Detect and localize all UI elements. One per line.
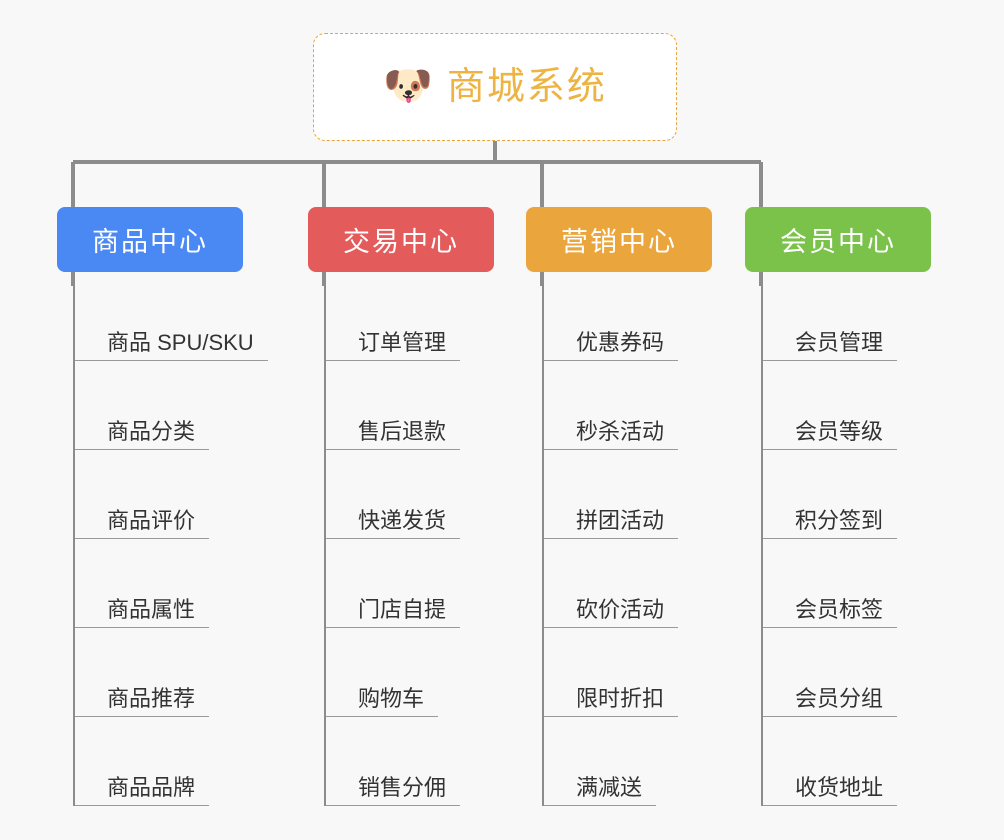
leaf-item[interactable]: 快递发货: [326, 450, 494, 539]
leaf-item[interactable]: 门店自提: [326, 539, 494, 628]
branch-header-label: 营销中心: [561, 227, 677, 257]
leaf-item[interactable]: 拼团活动: [544, 450, 712, 539]
branch-header-label: 会员中心: [780, 227, 896, 257]
leaf-item-label: 商品评价: [75, 508, 210, 539]
branch-header-member-center[interactable]: 会员中心: [745, 207, 931, 272]
leaf-item-label: 会员分组: [763, 686, 898, 717]
leaf-item-label: 会员管理: [763, 330, 898, 361]
leaf-item[interactable]: 会员标签: [763, 539, 931, 628]
leaf-list-marketing-center: 优惠券码秒杀活动拼团活动砍价活动限时折扣满减送: [542, 272, 712, 806]
leaf-item-label: 订单管理: [326, 330, 461, 361]
leaf-item[interactable]: 销售分佣: [326, 717, 494, 806]
leaf-item[interactable]: 商品品牌: [75, 717, 243, 806]
root-node[interactable]: 🐶 商城系统: [313, 33, 677, 141]
leaf-item-label: 售后退款: [326, 419, 461, 450]
branch-header-label: 商品中心: [92, 227, 208, 257]
leaf-item-label: 门店自提: [326, 597, 461, 628]
leaf-item-label: 满减送: [544, 775, 657, 806]
leaf-item-label: 会员等级: [763, 419, 898, 450]
leaf-item[interactable]: 商品推荐: [75, 628, 243, 717]
leaf-item[interactable]: 砍价活动: [544, 539, 712, 628]
branch-header-trade-center[interactable]: 交易中心: [308, 207, 494, 272]
branch-header-label: 交易中心: [343, 227, 459, 257]
branch-marketing-center: 营销中心优惠券码秒杀活动拼团活动砍价活动限时折扣满减送: [526, 207, 712, 806]
leaf-item-label: 优惠券码: [544, 330, 679, 361]
branch-header-marketing-center[interactable]: 营销中心: [526, 207, 712, 272]
leaf-item[interactable]: 商品分类: [75, 361, 243, 450]
leaf-item[interactable]: 会员管理: [763, 272, 931, 361]
leaf-item[interactable]: 商品评价: [75, 450, 243, 539]
leaf-item-label: 拼团活动: [544, 508, 679, 539]
leaf-item-label: 商品属性: [75, 597, 210, 628]
leaf-item-label: 收货地址: [763, 775, 898, 806]
leaf-item-label: 销售分佣: [326, 775, 461, 806]
leaf-list-product-center: 商品 SPU/SKU 商品分类商品评价商品属性商品推荐商品品牌: [73, 272, 268, 806]
leaf-item-label: 限时折扣: [544, 686, 679, 717]
leaf-item-label: 商品分类: [75, 419, 210, 450]
leaf-item-label: 商品品牌: [75, 775, 210, 806]
leaf-item-label: 砍价活动: [544, 597, 679, 628]
leaf-item-label: 会员标签: [763, 597, 898, 628]
leaf-item[interactable]: 售后退款: [326, 361, 494, 450]
leaf-item[interactable]: 订单管理: [326, 272, 494, 361]
root-title: 商城系统: [446, 66, 607, 108]
leaf-item[interactable]: 优惠券码: [544, 272, 712, 361]
branch-header-product-center[interactable]: 商品中心: [57, 207, 243, 272]
leaf-item[interactable]: 收货地址: [763, 717, 931, 806]
leaf-list-member-center: 会员管理会员等级积分签到会员标签会员分组收货地址: [761, 272, 931, 806]
branch-member-center: 会员中心会员管理会员等级积分签到会员标签会员分组收货地址: [745, 207, 931, 806]
leaf-item-label: 秒杀活动: [544, 419, 679, 450]
dog-face-icon: 🐶: [383, 64, 433, 108]
leaf-item-label: 商品推荐: [75, 686, 210, 717]
leaf-item-label: 积分签到: [763, 508, 898, 539]
leaf-list-trade-center: 订单管理售后退款快递发货门店自提购物车销售分佣: [324, 272, 494, 806]
branch-product-center: 商品中心商品 SPU/SKU 商品分类商品评价商品属性商品推荐商品品牌: [57, 207, 268, 806]
leaf-item[interactable]: 积分签到: [763, 450, 931, 539]
leaf-item-label: 商品 SPU/SKU: [75, 330, 268, 361]
leaf-item[interactable]: 秒杀活动: [544, 361, 712, 450]
leaf-item[interactable]: 商品 SPU/SKU: [75, 272, 268, 361]
leaf-item[interactable]: 商品属性: [75, 539, 243, 628]
branch-trade-center: 交易中心订单管理售后退款快递发货门店自提购物车销售分佣: [308, 207, 494, 806]
leaf-item-label: 快递发货: [326, 508, 461, 539]
leaf-item[interactable]: 会员分组: [763, 628, 931, 717]
leaf-item[interactable]: 会员等级: [763, 361, 931, 450]
leaf-item-label: 购物车: [326, 686, 439, 717]
leaf-item[interactable]: 限时折扣: [544, 628, 712, 717]
leaf-item[interactable]: 购物车: [326, 628, 494, 717]
leaf-item[interactable]: 满减送: [544, 717, 712, 806]
